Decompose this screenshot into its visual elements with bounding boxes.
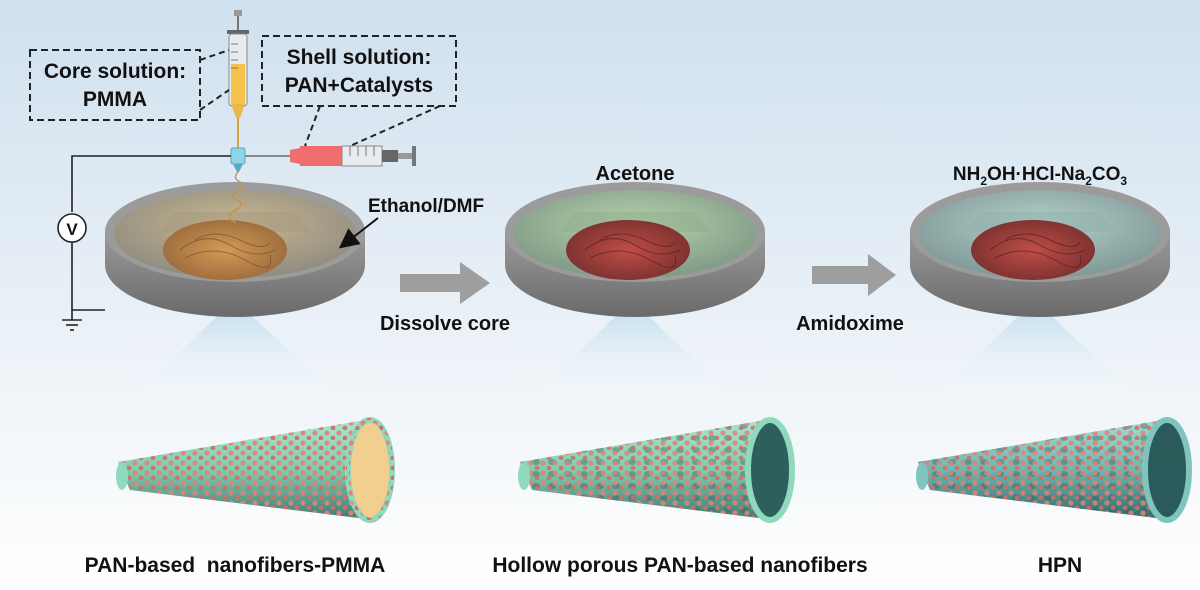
amidoxime-label: Amidoxime — [796, 313, 904, 335]
shell-solution-label-line1: Shell solution: — [287, 46, 432, 69]
light-beam-left — [120, 300, 355, 410]
fiber-mat-right — [971, 220, 1095, 280]
light-beam-right — [920, 300, 1150, 410]
petri-dish-middle — [505, 182, 765, 317]
petri-dish-left — [105, 182, 365, 317]
light-beam-middle — [520, 300, 745, 410]
caption-right: HPN — [1038, 554, 1082, 577]
shell-syringe-icon — [245, 145, 416, 167]
core-solution-label-line2: PMMA — [83, 88, 147, 111]
caption-middle: Hollow porous PAN-based nanofibers — [492, 554, 867, 577]
core-syringe-icon — [227, 10, 249, 148]
core-solution-label-line1: Core solution: — [44, 60, 186, 83]
nanofiber-tube-middle — [518, 417, 795, 523]
dissolve-core-label: Dissolve core — [380, 313, 510, 335]
nanofiber-tube-left — [116, 417, 395, 523]
fiber-mat-left — [163, 220, 287, 280]
fiber-mat-middle — [566, 220, 690, 280]
arrow-dissolve-core — [400, 262, 490, 304]
ethanol-dmf-label: Ethanol/DMF — [368, 196, 484, 217]
arrow-amidoxime — [812, 254, 896, 296]
caption-left: PAN-based nanofibers-PMMA — [85, 554, 386, 577]
shell-solution-label-line2: PAN+Catalysts — [285, 74, 433, 97]
voltmeter-label: V — [66, 220, 78, 239]
coaxial-nozzle — [230, 147, 246, 165]
core-solution-callout — [29, 49, 230, 121]
electrospinning-setup — [57, 10, 416, 331]
petri-dish-right — [910, 182, 1170, 317]
nanofiber-tube-right — [916, 417, 1192, 523]
reagent-label: NH2OH·HCl-Na2CO3 — [953, 164, 1128, 188]
ground-icon — [62, 319, 82, 331]
shell-solution-callout — [261, 35, 457, 147]
ethanol-dmf-pointer — [338, 217, 379, 249]
circuit-wire-top — [71, 155, 231, 212]
fiber-jet — [228, 171, 245, 224]
acetone-label: Acetone — [596, 163, 675, 185]
